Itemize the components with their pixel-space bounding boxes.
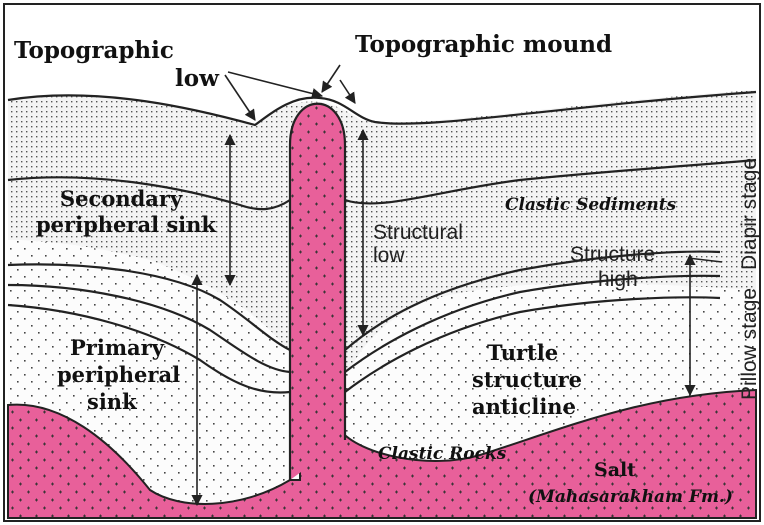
label-structural: Structural <box>373 221 463 244</box>
label-structure: Structure <box>570 243 655 266</box>
label-secondary: Secondary <box>60 186 183 211</box>
label-high: high <box>598 268 638 291</box>
label-primary: Primary <box>70 335 165 360</box>
diapir-column <box>290 104 345 480</box>
label-low: low <box>175 65 220 92</box>
label-turtle: Turtle <box>487 340 558 365</box>
label-salt: Salt <box>594 459 636 481</box>
label-clastic-sediments: Clastic Sediments <box>505 195 677 215</box>
label-topographic: Topographic <box>14 37 174 64</box>
label-clastic-rocks: Clastic Rocks <box>378 444 507 464</box>
label-turtle-anticline: anticline <box>472 394 576 419</box>
label-primary-peripheral: peripheral <box>57 362 180 387</box>
label-primary-sink: sink <box>87 389 137 414</box>
label-turtle-structure: structure <box>472 367 582 392</box>
label-formation: (Mahasarakham Fm.) <box>528 487 733 507</box>
label-diapir-stage: Diapir stage <box>738 158 761 270</box>
label-pillow-stage: Pillow stage <box>738 288 761 400</box>
label-peripheral-sink: peripheral sink <box>36 212 216 237</box>
label-topographic-mound: Topographic mound <box>355 31 612 58</box>
label-structural-low: low <box>373 244 405 267</box>
